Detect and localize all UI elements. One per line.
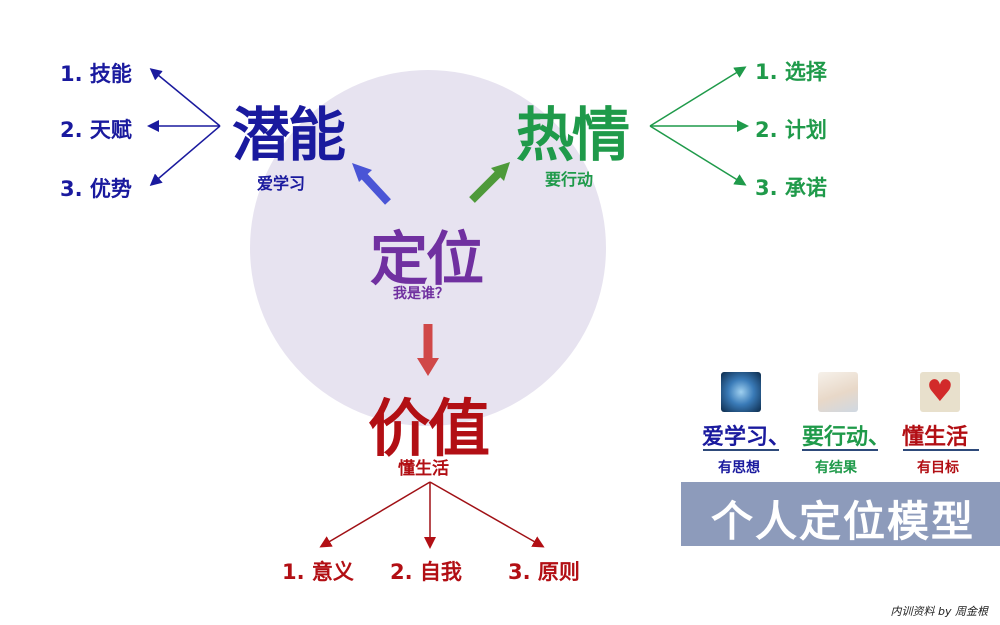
value-title: 价值 <box>368 392 490 465</box>
positioning-subtitle: 我是谁？ <box>393 286 449 302</box>
center-to-value-arrow <box>417 324 439 376</box>
value-item-3: 3. 原则 <box>508 560 580 584</box>
potential-subtitle: 爱学习 <box>257 174 306 193</box>
potential-arrows <box>147 68 221 186</box>
potential-item-2: 2. 天赋 <box>60 118 132 142</box>
legend-sub-goal: 有目标 <box>917 460 959 476</box>
legend-divider <box>703 449 779 451</box>
passion-item-3: 3. 承诺 <box>755 176 827 200</box>
potential-title: 潜能 <box>232 101 346 169</box>
legend-word-learn: 爱学习、 <box>702 425 791 450</box>
passion-arrows <box>649 66 749 186</box>
positioning-title: 定位 <box>370 225 484 293</box>
passion-item-1: 1. 选择 <box>755 60 827 84</box>
legend-divider <box>903 449 979 451</box>
passion-title: 热情 <box>516 101 630 169</box>
title-banner: 个人定位模型 <box>681 482 1000 546</box>
value-arrows <box>319 481 545 549</box>
legend-sub-thought: 有思想 <box>718 460 760 476</box>
legend-word-act: 要行动、 <box>802 425 891 450</box>
footer-credit: 内训资料 by 周金根 <box>890 605 989 618</box>
banner-title: 个人定位模型 <box>711 497 976 546</box>
value-subtitle: 懂生活 <box>398 459 449 479</box>
legend-word-live: 懂生活 <box>902 425 969 450</box>
heart-icon: ♥ <box>920 372 960 412</box>
potential-item-3: 3. 优势 <box>60 177 132 201</box>
value-item-2: 2. 自我 <box>390 560 462 584</box>
value-item-1: 1. 意义 <box>282 560 354 584</box>
potential-item-1: 1. 技能 <box>60 62 132 86</box>
center-to-passion-arrow <box>469 162 510 203</box>
legend-sub-result: 有结果 <box>815 460 857 476</box>
passion-item-2: 2. 计划 <box>755 118 827 142</box>
typing-hands-icon <box>818 372 858 412</box>
center-to-potential-arrow <box>352 163 391 205</box>
passion-subtitle: 要行动 <box>545 170 594 189</box>
brain-icon <box>721 372 761 412</box>
legend-divider <box>802 449 878 451</box>
